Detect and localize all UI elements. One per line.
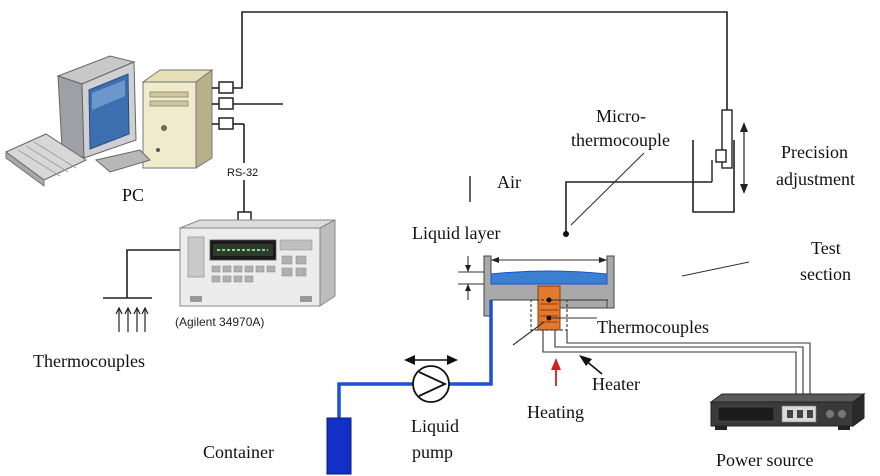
pc-port-3 [218,117,234,130]
pc-label: PC [122,185,144,205]
container-label: Container [203,442,274,462]
rs32-label: RS-32 [227,167,258,179]
pump-label-1: Liquid [411,416,459,436]
precision-label-1: Precision [781,142,848,162]
test-label-1: Test [811,238,841,258]
micro-thermocouple-leader [570,152,645,226]
heating-arrow-head [551,358,561,370]
rs32-label-box [224,163,264,180]
thermocouple-probes-icon [115,306,149,332]
heater-wire-1 [542,330,797,399]
thermocouples-left-label: Thermocouples [33,351,145,371]
heater-wire-2 [554,330,804,399]
liquid-pipe-2 [337,382,413,418]
air-label: Air [497,172,521,192]
heating-label: Heating [527,402,584,422]
heater-block [537,285,561,331]
micro-label-1: Micro- [596,106,646,126]
power-source-icon [709,393,866,430]
heater-label: Heater [592,374,640,394]
pc-computer-icon [5,55,214,187]
liquid-layer-label: Liquid layer [412,223,500,243]
micro-thermocouple-tip [563,231,569,237]
precision-label-2: adjustment [776,169,855,189]
precision-stage-icon [692,109,735,213]
test-label-2: section [800,264,851,284]
precision-arrow-up [740,122,748,132]
pump-symbol-icon [412,365,450,403]
thermocouples-right-label: Thermocouples [597,317,709,337]
liquid-pipe [449,300,493,386]
signal-wire-top [233,11,728,110]
heater-wire-3 [566,330,811,399]
container-icon [326,417,352,475]
micro-label-2: thermocouple [571,130,670,150]
test-section-leader [681,261,750,277]
power-source-label: Power source [716,450,813,470]
micro-thermocouple-probe [565,181,712,234]
pump-label-2: pump [412,442,453,462]
pc-port-2 [218,97,234,110]
thermocouple-wire-left [126,249,180,298]
precision-arrow-down [740,184,748,194]
thermocouple-point-2 [546,315,552,321]
thermocouple-point-1 [546,297,552,303]
pc-port-1 [218,81,234,94]
datalogger-label: (Agilent 34970A) [175,315,264,329]
datalogger-icon [179,219,336,307]
